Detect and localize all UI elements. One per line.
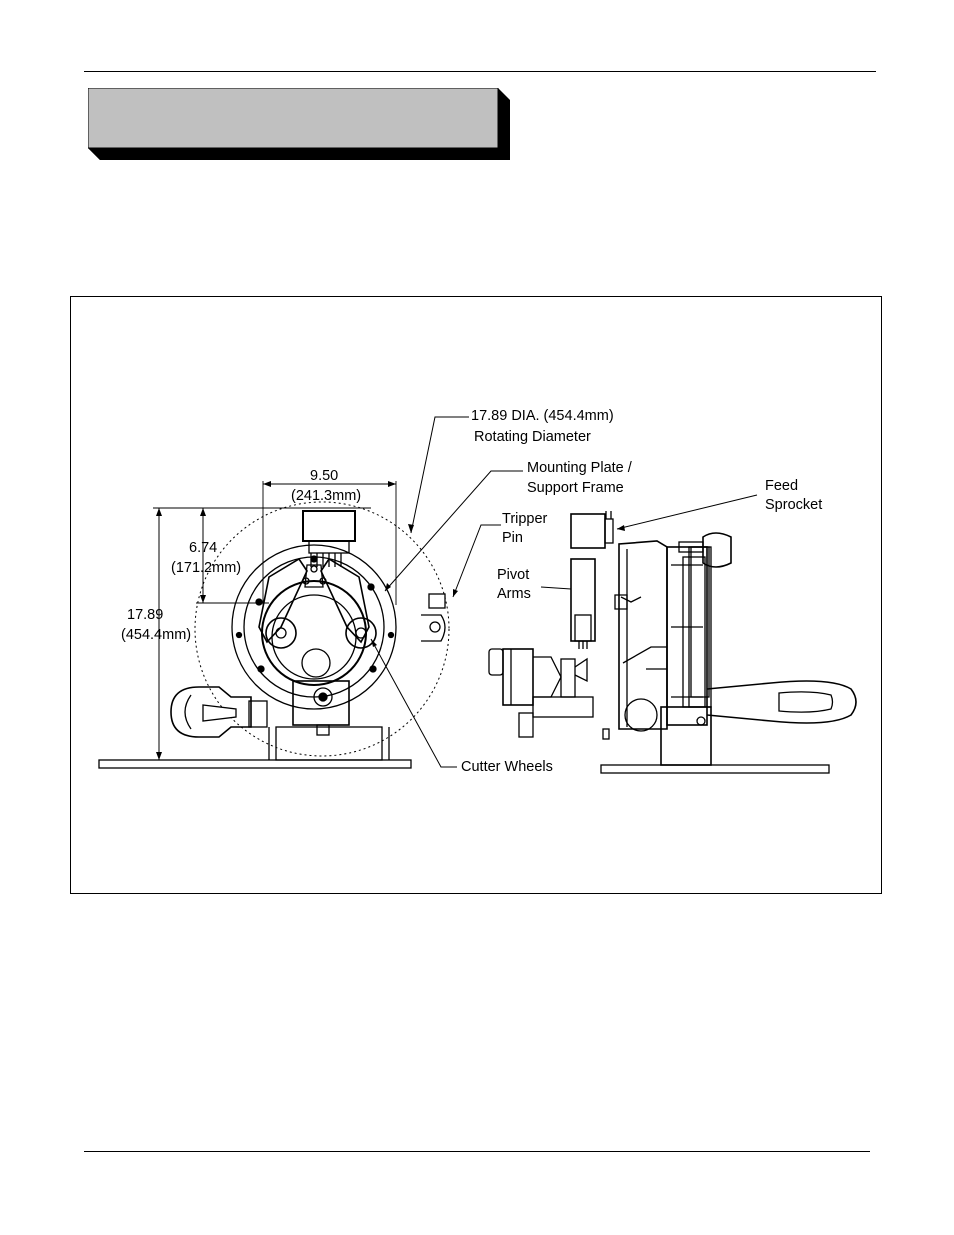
label-feed-sprocket-1: Feed — [765, 478, 799, 494]
title-banner-shape — [88, 88, 510, 160]
label-dim-1789-1: 17.89 — [127, 607, 164, 623]
figure-frame: 17.89 DIA. (454.4mm) Rotating Diameter 9… — [70, 296, 882, 894]
footer-rule — [84, 1151, 870, 1152]
label-pivot-arms-2: Arms — [497, 586, 531, 602]
label-width-950-2: (241.3mm) — [291, 488, 362, 504]
label-cutter-wheels: Cutter Wheels — [461, 759, 553, 775]
label-dim-1789-2: (454.4mm) — [121, 627, 192, 643]
machine-drawing — [98, 416, 857, 774]
label-pivot-arms-1: Pivot — [497, 567, 530, 583]
label-dim-674-2: (171.2mm) — [171, 560, 242, 576]
label-dim-674-1: 6.74 — [189, 540, 218, 556]
label-width-950-1: 9.50 — [310, 468, 339, 484]
section-title-banner — [88, 88, 510, 160]
label-mounting-plate-1: Mounting Plate / — [527, 460, 632, 476]
label-tripper-pin-1: Tripper — [502, 511, 548, 527]
header-rule — [84, 71, 876, 72]
label-rotating-diameter-2: Rotating Diameter — [474, 429, 591, 445]
label-tripper-pin-2: Pin — [502, 530, 523, 546]
label-feed-sprocket-2: Sprocket — [765, 497, 823, 513]
label-rotating-diameter-1: 17.89 DIA. (454.4mm) — [471, 408, 614, 424]
label-mounting-plate-2: Support Frame — [527, 480, 624, 496]
